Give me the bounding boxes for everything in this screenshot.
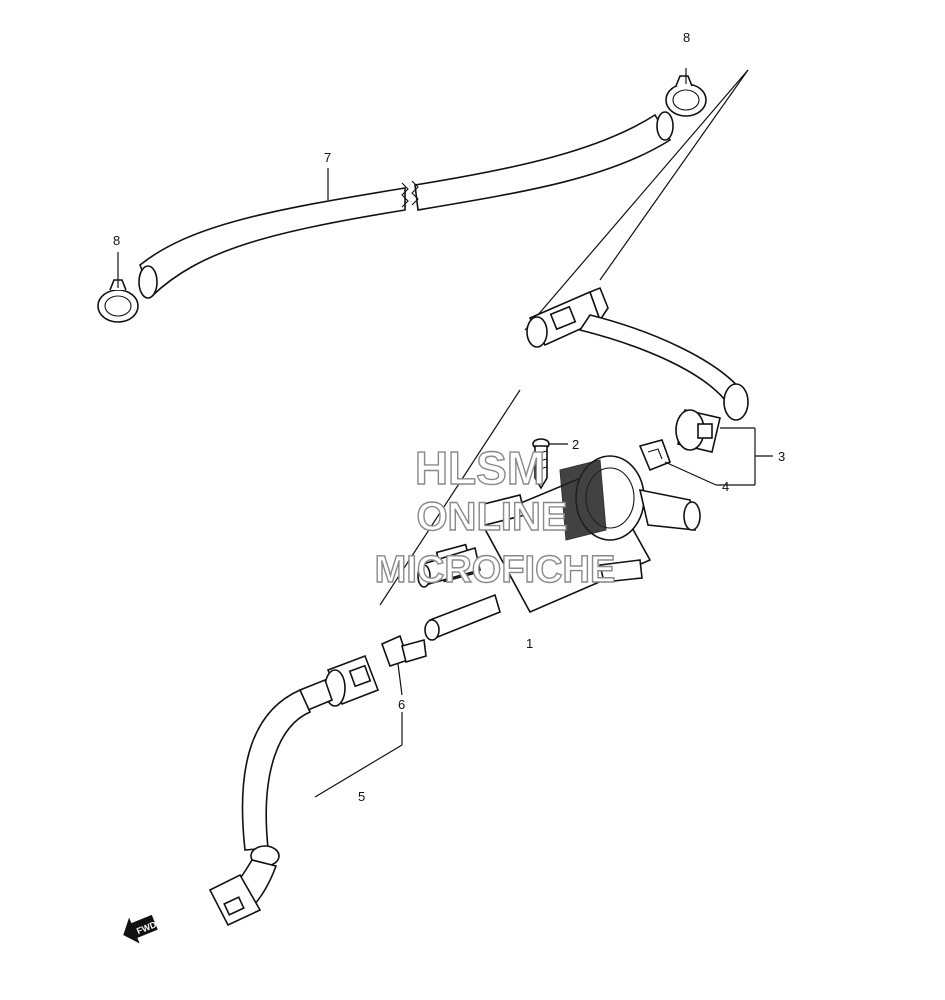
leader-lines	[117, 68, 773, 798]
screw-part-2[interactable]	[532, 438, 550, 490]
connector-part-3[interactable]	[675, 409, 721, 453]
watermark-line-1: HLSM	[415, 442, 545, 494]
callout-8-top: 8	[683, 30, 690, 45]
clip-part-4[interactable]	[638, 439, 672, 472]
callout-6: 6	[398, 697, 405, 712]
guide-lines	[379, 69, 749, 606]
callout-5: 5	[358, 789, 365, 804]
fwd-arrow-icon: FWD	[123, 914, 158, 944]
callout-1: 1	[526, 636, 533, 651]
hose-connector-upper[interactable]	[526, 286, 749, 421]
hose-lower-part-5[interactable]	[208, 654, 380, 927]
clip-part-6[interactable]	[380, 634, 427, 668]
watermark-line-2: ONLINE	[416, 495, 567, 539]
callout-3: 3	[778, 449, 785, 464]
callouts: 8 8 7 2 3 4 1 6 5	[113, 30, 785, 804]
callout-7: 7	[324, 150, 331, 165]
clamp-left-part-8[interactable]	[97, 279, 139, 323]
callout-2: 2	[572, 437, 579, 452]
hose-upper-part-7[interactable]	[138, 111, 674, 299]
watermark-line-3: MICROFICHE	[375, 549, 616, 591]
callout-8-left: 8	[113, 233, 120, 248]
valve-assembly-part-1[interactable]	[417, 455, 701, 641]
watermark: HLSM ONLINE MICROFICHE	[374, 441, 616, 591]
callout-4: 4	[722, 479, 729, 494]
